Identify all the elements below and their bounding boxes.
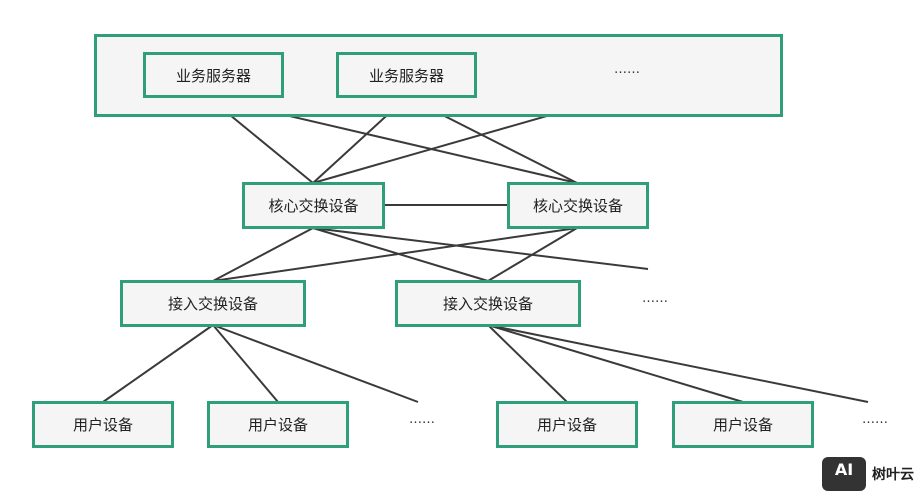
server-box-2: 业务服务器 (336, 52, 477, 98)
access-more-ellipsis: …… (642, 291, 668, 306)
core-switch-label: 核心交换设备 (268, 197, 359, 215)
link-core2-access1 (212, 227, 578, 282)
link-access2-user4 (487, 324, 744, 403)
core-switch-label: 核心交换设备 (532, 197, 623, 215)
user-more-ellipsis-right: …… (862, 412, 888, 427)
user-device-1: 用户设备 (32, 401, 174, 448)
user-device-3: 用户设备 (496, 401, 638, 448)
server-label: 业务服务器 (175, 66, 251, 85)
user-device-label: 用户设备 (712, 416, 773, 434)
link-access2-usermore (487, 324, 869, 403)
user-device-4: 用户设备 (672, 401, 814, 448)
link-core1-access1 (212, 227, 314, 282)
watermark-text: 树叶云 (872, 467, 914, 483)
link-core2-access2 (487, 227, 578, 282)
link-access2-user3 (487, 324, 568, 403)
user-more-ellipsis-left: …… (409, 412, 435, 427)
server-more-ellipsis: …… (614, 62, 640, 77)
link-access1-usermore (212, 324, 419, 403)
core-switch-1: 核心交换设备 (242, 182, 385, 229)
user-device-label: 用户设备 (72, 416, 133, 434)
watermark: AI 树叶云 (822, 454, 922, 494)
core-switch-2: 核心交换设备 (507, 182, 649, 229)
user-device-label: 用户设备 (247, 416, 308, 434)
link-access1-user1 (102, 324, 214, 403)
link-core1-accessmore (312, 227, 649, 270)
user-device-2: 用户设备 (207, 401, 349, 448)
access-switch-label: 接入交换设备 (442, 295, 533, 313)
access-switch-1: 接入交换设备 (120, 280, 306, 327)
access-switch-2: 接入交换设备 (395, 280, 581, 327)
server-label: 业务服务器 (368, 66, 444, 85)
server-box-1: 业务服务器 (143, 52, 284, 98)
access-switch-label: 接入交换设备 (167, 295, 258, 313)
watermark-logo: AI (822, 457, 866, 491)
link-access1-user2 (212, 324, 279, 403)
user-device-label: 用户设备 (536, 416, 597, 434)
